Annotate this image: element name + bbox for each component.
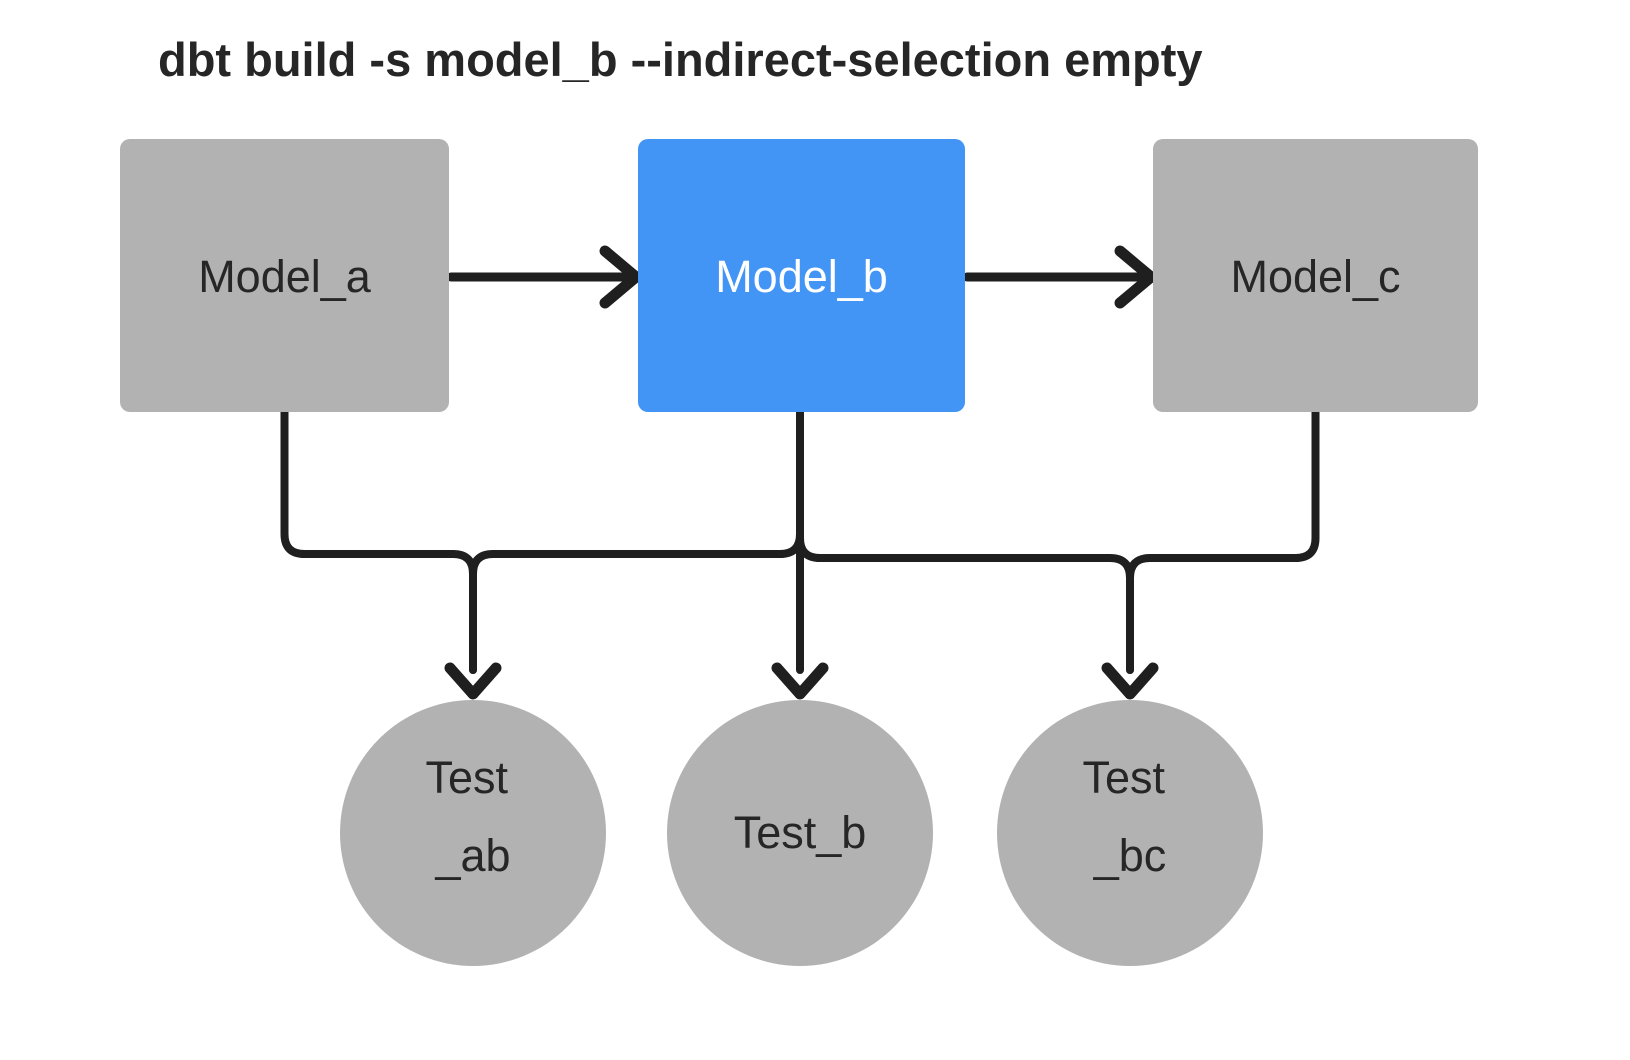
test-edges bbox=[280, 408, 1320, 700]
node-test-b-label: Test_b bbox=[734, 807, 867, 858]
node-test-bc bbox=[997, 700, 1263, 966]
node-model-c bbox=[1153, 139, 1478, 412]
edge-model-b-to-test-ab bbox=[469, 408, 804, 674]
node-model-a bbox=[120, 139, 449, 412]
node-test-b bbox=[667, 700, 933, 966]
arrowhead-down-test-bc bbox=[1101, 662, 1159, 700]
node-test-ab bbox=[340, 700, 606, 966]
model-row-edges bbox=[446, 245, 1157, 309]
node-model-b-label: Model_b bbox=[715, 251, 888, 302]
edge-model-b-to-test-bc bbox=[796, 408, 1134, 674]
node-test-bc-label: Test _bc bbox=[1082, 752, 1177, 881]
node-model-b-selected bbox=[638, 139, 965, 412]
model-nodes: Model_a Model_b Model_c bbox=[120, 139, 1478, 412]
node-model-c-label: Model_c bbox=[1230, 251, 1400, 302]
arrowhead-down-test-b bbox=[771, 662, 829, 700]
test-nodes: Test _ab Test_b Test _bc bbox=[340, 700, 1263, 966]
node-model-a-label: Model_a bbox=[198, 251, 372, 302]
arrowhead-right-model-c bbox=[1114, 245, 1157, 309]
arrowhead-right-model-b bbox=[599, 245, 642, 309]
diagram-title: dbt build -s model_b --indirect-selectio… bbox=[158, 33, 1203, 86]
edge-model-c-to-test-bc bbox=[1126, 408, 1320, 674]
arrowhead-down-test-ab bbox=[444, 662, 502, 700]
node-test-ab-label: Test _ab bbox=[425, 752, 520, 881]
edge-model-a-to-test-ab bbox=[280, 408, 477, 674]
